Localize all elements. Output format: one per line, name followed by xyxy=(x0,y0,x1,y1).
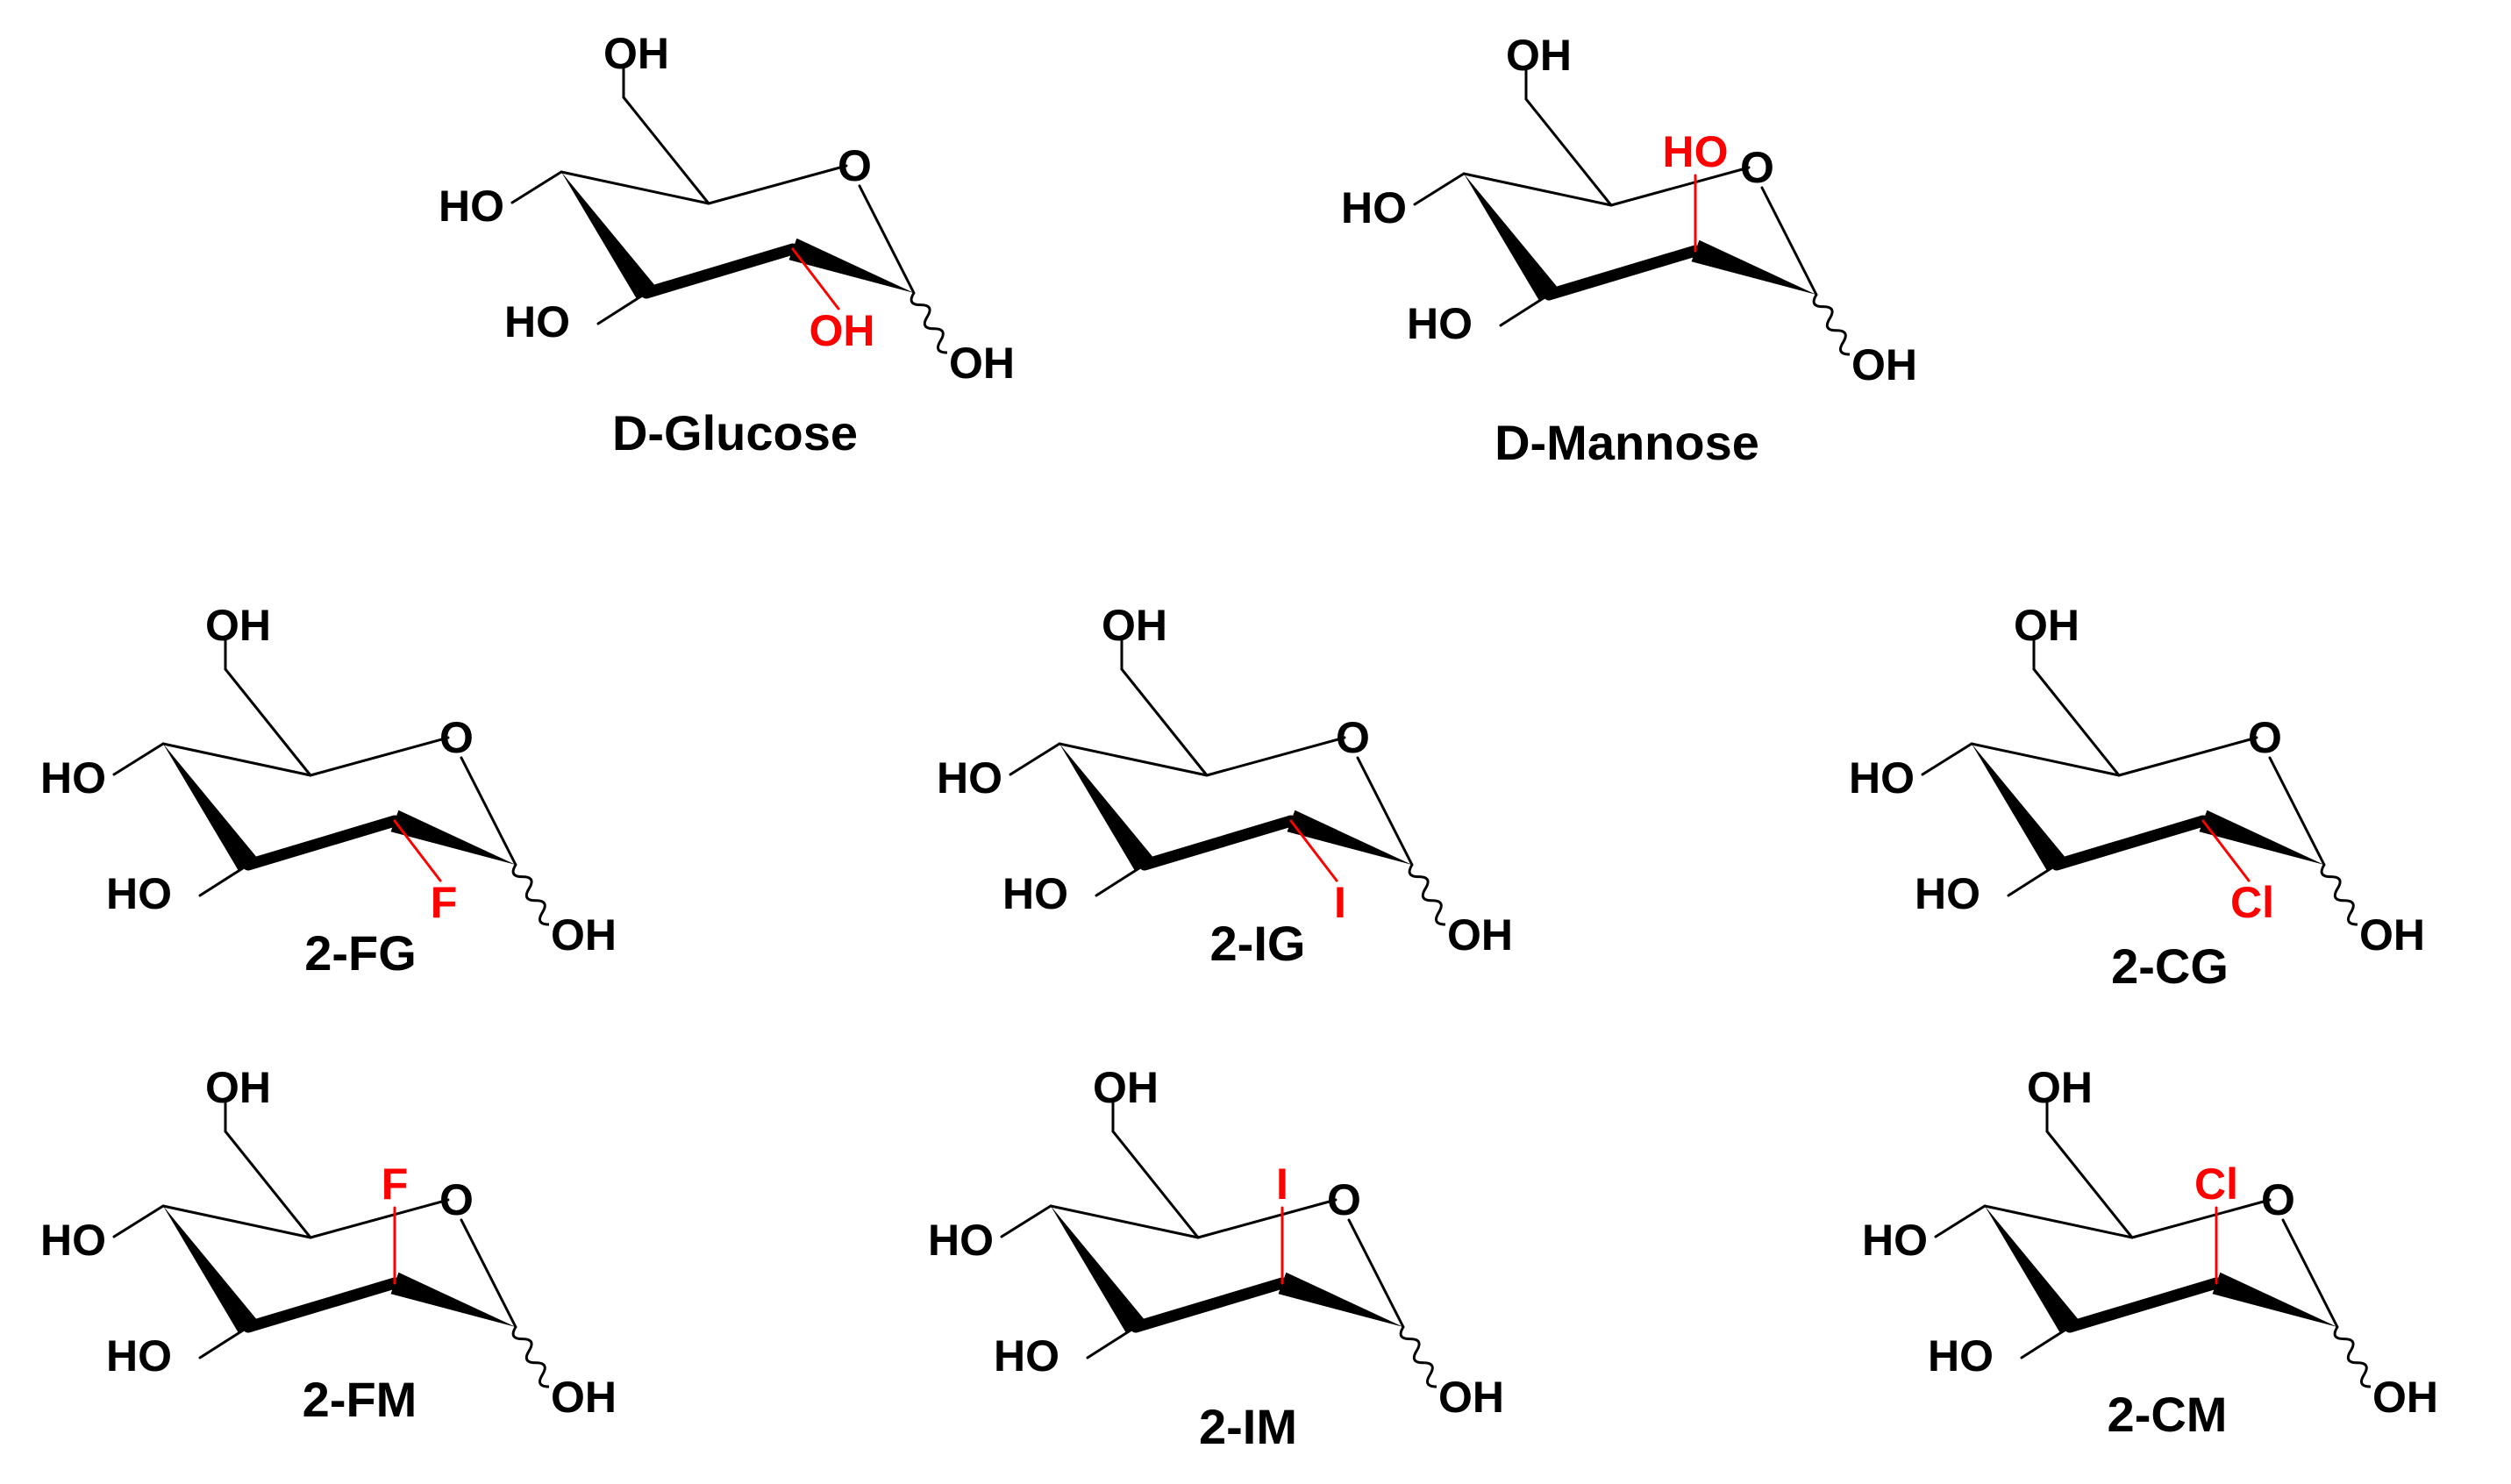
molecule-name-label: 2-FG xyxy=(304,925,417,981)
c4-hydroxyl-label: HO xyxy=(40,1216,106,1265)
molecule-2-fm: OH O HO HO OH F 2-FM xyxy=(40,1063,617,1427)
molecule-name-label: 2-IM xyxy=(1199,1399,1297,1454)
ring-oxygen-label: O xyxy=(838,141,872,190)
anomeric-hydroxyl-label: OH xyxy=(1447,910,1513,960)
anomeric-hydroxyl-label: OH xyxy=(949,339,1015,388)
ring-oxygen-label: O xyxy=(439,713,474,762)
ring-oxygen-label: O xyxy=(439,1175,474,1224)
ring-oxygen-label: O xyxy=(1336,713,1370,762)
c3-hydroxyl-label: HO xyxy=(994,1331,1059,1381)
c4-hydroxyl-label: HO xyxy=(1341,183,1407,232)
c6-hydroxyl-label: OH xyxy=(205,1063,271,1112)
c4-hydroxyl-label: HO xyxy=(1862,1216,1928,1265)
c2-substituent-label: HO xyxy=(1663,127,1729,176)
c3-hydroxyl-label: HO xyxy=(1915,869,1980,918)
ring-oxygen-label: O xyxy=(1740,143,1774,192)
ring-oxygen-label: O xyxy=(1327,1175,1361,1224)
c4-hydroxyl-label: HO xyxy=(1849,753,1915,803)
c6-hydroxyl-label: OH xyxy=(205,601,271,650)
molecule-name-label: 2-FM xyxy=(303,1372,417,1427)
c4-hydroxyl-label: HO xyxy=(928,1216,994,1265)
c2-substituent-label: Cl xyxy=(2194,1159,2238,1209)
molecule-d-glucose: OH O HO HO OH OH D-Glucose xyxy=(439,29,1015,460)
molecule-name-label: D-Glucose xyxy=(612,405,858,460)
c6-hydroxyl-label: OH xyxy=(2027,1063,2093,1112)
ring-oxygen-label: O xyxy=(2248,713,2282,762)
c6-hydroxyl-label: OH xyxy=(1506,31,1572,80)
anomeric-hydroxyl-label: OH xyxy=(2372,1373,2438,1422)
c6-hydroxyl-label: OH xyxy=(603,29,669,78)
c3-hydroxyl-label: HO xyxy=(106,869,172,918)
c4-hydroxyl-label: HO xyxy=(937,753,1002,803)
c2-substituent-label: F xyxy=(431,878,458,927)
molecule-name-label: 2-CM xyxy=(2108,1387,2228,1442)
c3-hydroxyl-label: HO xyxy=(1002,869,1068,918)
anomeric-hydroxyl-label: OH xyxy=(551,910,617,960)
c6-hydroxyl-label: OH xyxy=(1093,1063,1159,1112)
c2-substituent-label: Cl xyxy=(2230,878,2274,927)
c2-substituent-label: OH xyxy=(810,306,875,355)
molecule-2-ig: OH O HO HO OH I 2-IG xyxy=(937,601,1513,971)
molecule-2-cm: OH O HO HO OH Cl 2-CM xyxy=(1862,1063,2438,1442)
molecule-name-label: 2-IG xyxy=(1210,916,1306,971)
molecule-2-im: OH O HO HO OH I 2-IM xyxy=(928,1063,1504,1454)
c6-hydroxyl-label: OH xyxy=(2014,601,2079,650)
molecule-2-cg: OH O HO HO OH Cl2-CG xyxy=(1849,601,2425,994)
c3-hydroxyl-label: HO xyxy=(1407,299,1473,348)
molecule-name-label: 2-CG xyxy=(2111,938,2229,994)
anomeric-hydroxyl-label: OH xyxy=(1438,1373,1504,1422)
c3-hydroxyl-label: HO xyxy=(504,297,570,346)
c2-substituent-label: F xyxy=(382,1159,409,1209)
ring-oxygen-label: O xyxy=(2261,1175,2295,1224)
anomeric-hydroxyl-label: OH xyxy=(551,1373,617,1422)
anomeric-hydroxyl-label: OH xyxy=(2359,910,2425,960)
c2-substituent-label: I xyxy=(1334,878,1346,927)
c6-hydroxyl-label: OH xyxy=(1102,601,1167,650)
molecule-2-fg: OH O HO HO OH F 2-FG xyxy=(40,601,617,981)
c4-hydroxyl-label: HO xyxy=(40,753,106,803)
c3-hydroxyl-label: HO xyxy=(106,1331,172,1381)
c3-hydroxyl-label: HO xyxy=(1928,1331,1994,1381)
anomeric-hydroxyl-label: OH xyxy=(1851,340,1917,389)
molecule-name-label: D-Mannose xyxy=(1494,415,1759,470)
c2-substituent-label: I xyxy=(1276,1159,1288,1209)
c4-hydroxyl-label: HO xyxy=(439,182,504,231)
